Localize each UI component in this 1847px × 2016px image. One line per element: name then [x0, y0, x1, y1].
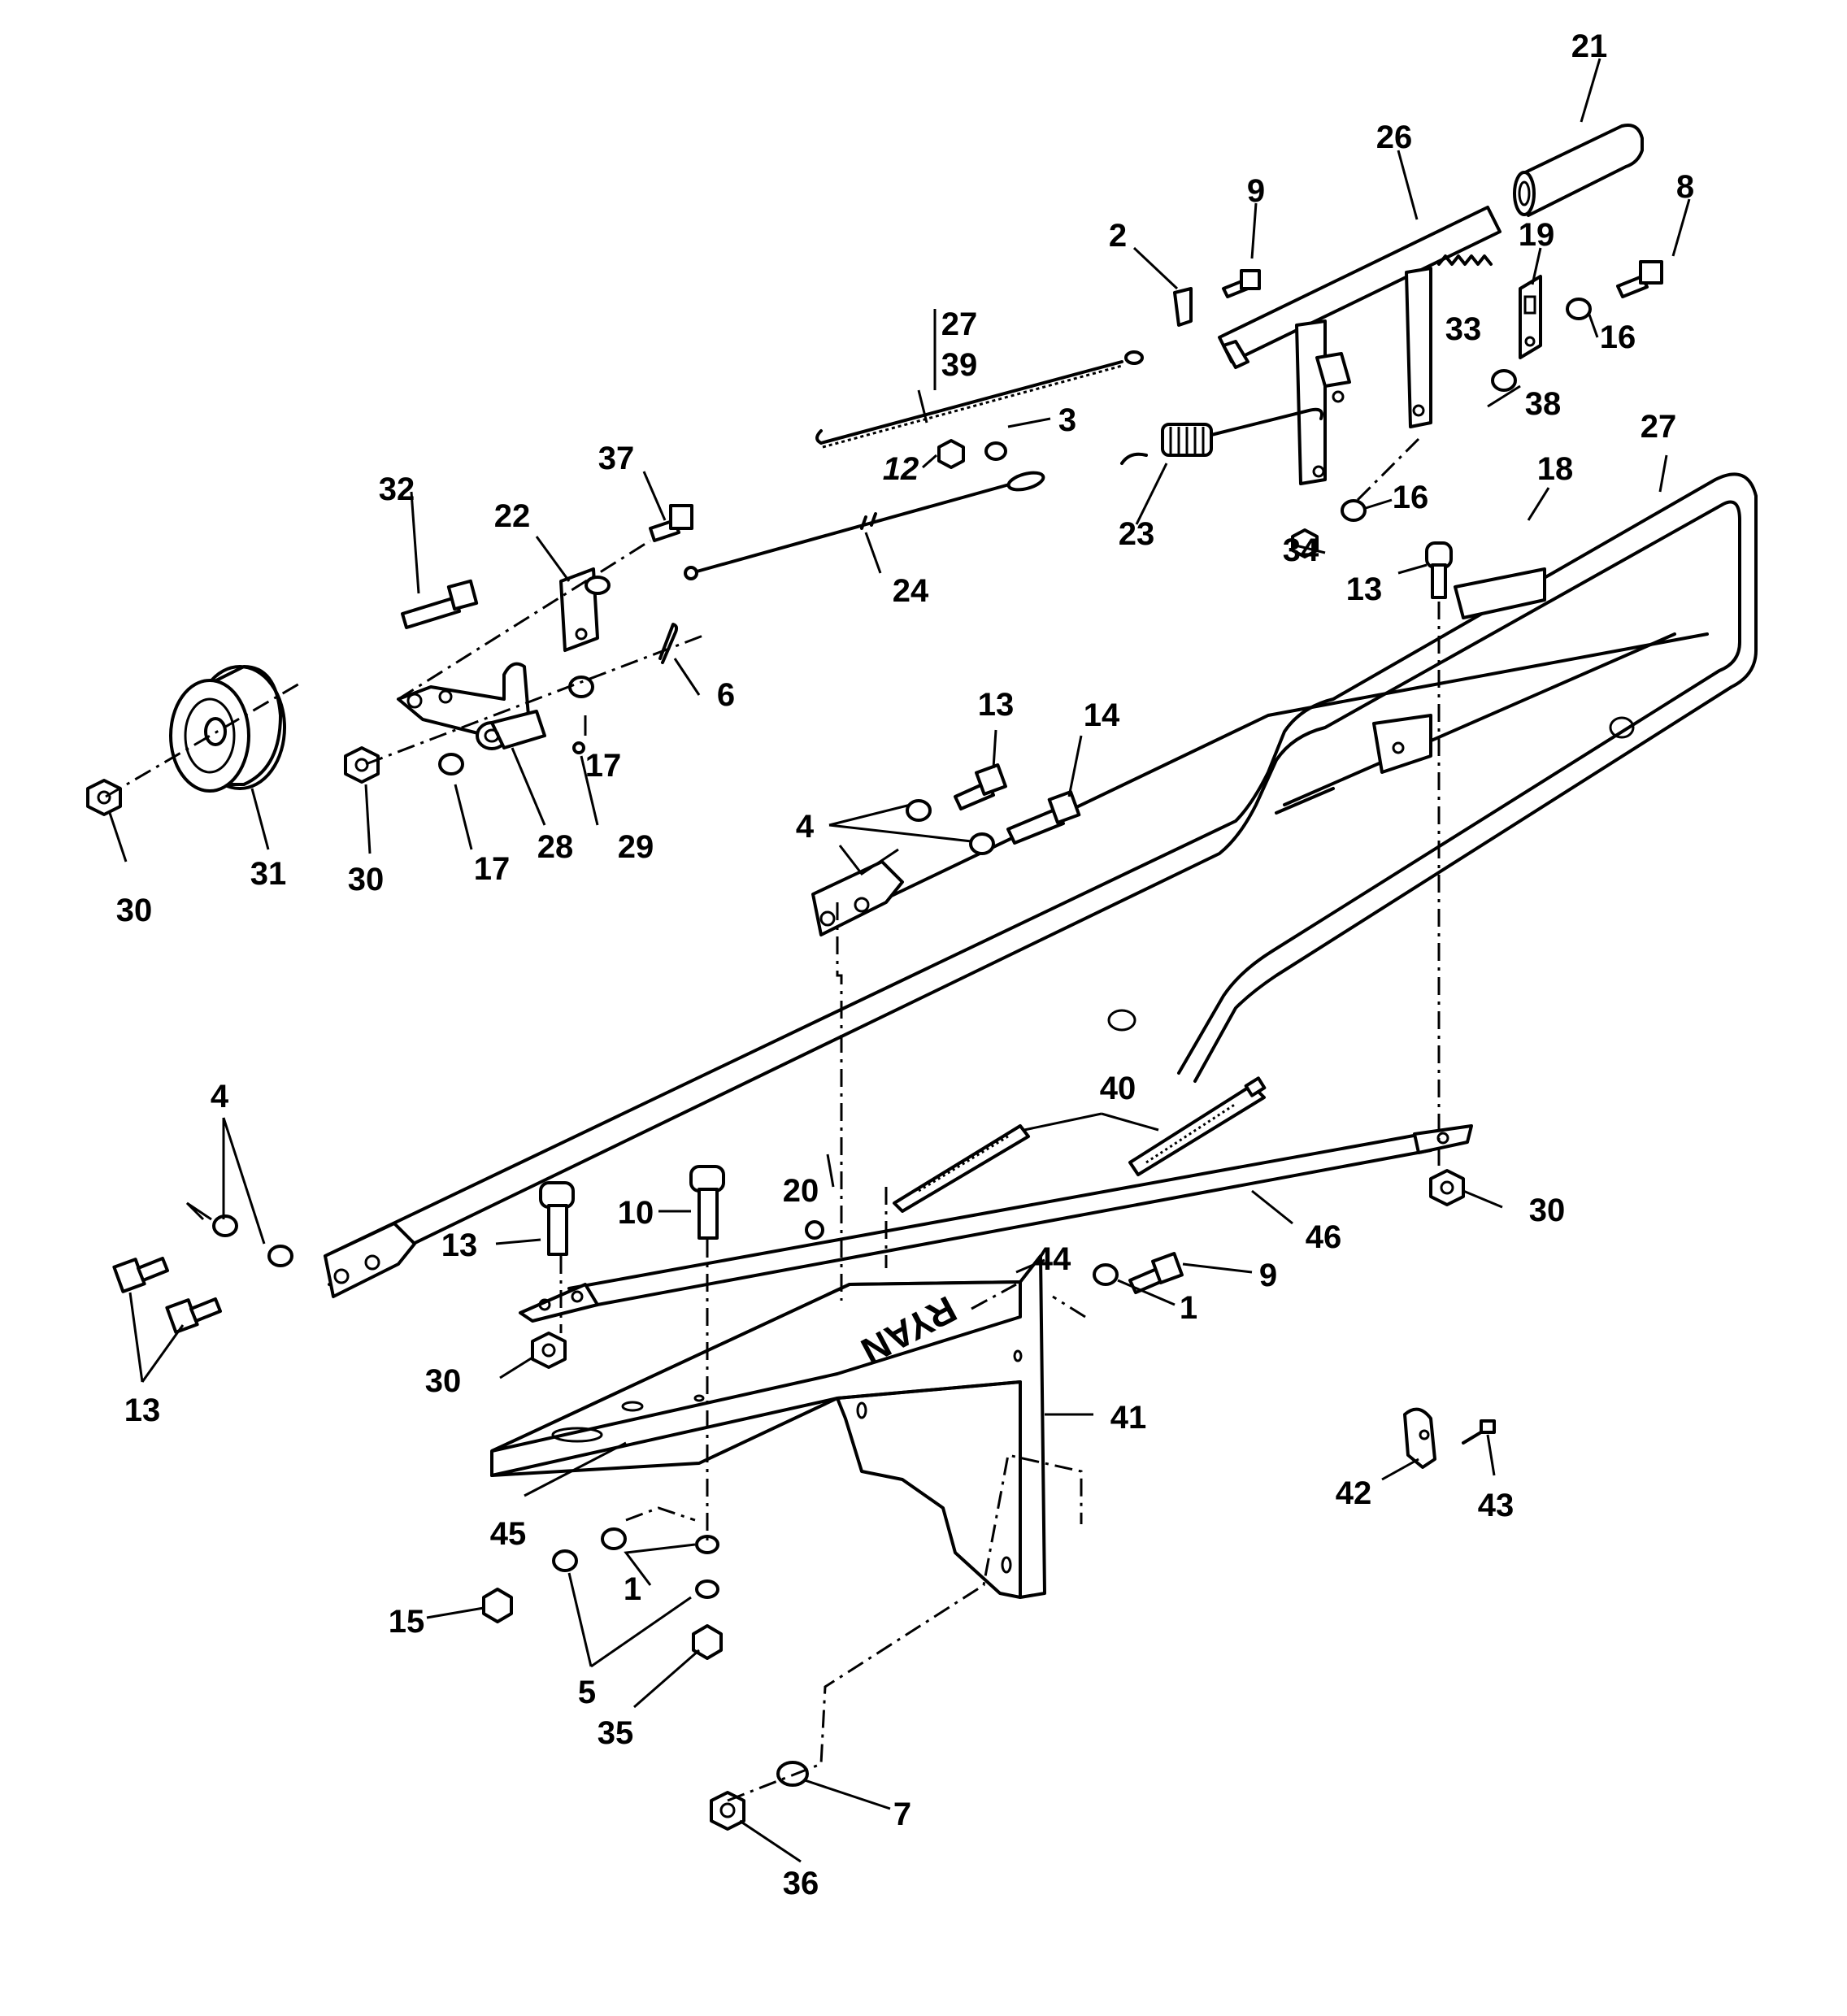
callout-5: 5 — [578, 1675, 596, 1710]
callout-1-right: 1 — [1180, 1290, 1197, 1326]
callout-32: 32 — [379, 471, 415, 507]
callout-25: 26 — [1376, 119, 1413, 155]
callout-16-lower: 16 — [1393, 480, 1429, 515]
rod-24 — [684, 471, 1045, 580]
nuts-washers — [86, 298, 1592, 1831]
callout-26: 27 — [1641, 409, 1677, 445]
callout-46: 46 — [1306, 1219, 1342, 1255]
callout-22: 22 — [494, 498, 531, 534]
belt-shield — [490, 1254, 1046, 1599]
callout-17-left: 17 — [474, 851, 511, 887]
callout-41: 41 — [1110, 1400, 1147, 1436]
callout-27: 27 — [941, 306, 978, 342]
handle-frame — [324, 472, 1758, 1298]
callout-18: 18 — [1537, 451, 1574, 487]
clip-2 — [1173, 287, 1193, 327]
callout-15: 15 — [389, 1604, 425, 1640]
bolts — [112, 260, 1663, 1334]
callout-10: 10 — [618, 1195, 654, 1231]
idler-arm — [397, 662, 546, 750]
bracket-19 — [1519, 275, 1542, 359]
idler-pulley — [169, 665, 286, 793]
callout-21: 20 — [783, 1173, 819, 1209]
callout-45: 45 — [490, 1516, 527, 1552]
cable-27-39 — [815, 350, 1144, 449]
callout-1-lower: 1 — [624, 1571, 641, 1607]
callout-16-upper: 16 — [1600, 319, 1636, 355]
callout-30-mid: 30 — [348, 862, 385, 897]
control-lever — [1218, 206, 1502, 485]
callout-39: 39 — [941, 347, 978, 383]
callout-13-left: 13 — [124, 1393, 161, 1428]
callout-8: 8 — [1676, 169, 1694, 205]
pins-40 — [893, 1076, 1267, 1213]
spring-33 — [1437, 254, 1493, 266]
callout-43: 43 — [1478, 1488, 1515, 1523]
callout-12: 12 — [883, 451, 919, 487]
callout-13-handle: 13 — [978, 687, 1015, 723]
callout-4-upper: 4 — [796, 809, 815, 845]
leader-lines — [108, 58, 1691, 1863]
assembly-lines — [105, 437, 1441, 1802]
callout-labels: 21 26 9 2 8 19 27 39 33 16 3 38 12 27 18… — [116, 28, 1694, 1901]
callout-13-top: 13 — [1346, 571, 1383, 607]
callout-36: 36 — [783, 1866, 819, 1901]
bracket-22 — [559, 567, 611, 652]
callout-7: 7 — [893, 1797, 911, 1832]
callout-28: 28 — [537, 829, 574, 865]
callout-38: 38 — [1525, 386, 1562, 422]
screw-43 — [1462, 1419, 1496, 1445]
callout-40: 40 — [1100, 1071, 1136, 1106]
callout-30-left: 30 — [116, 893, 153, 928]
callout-33: 33 — [1445, 311, 1482, 347]
callout-30-right: 30 — [1529, 1193, 1566, 1228]
clip-42 — [1403, 1407, 1436, 1469]
grip — [1513, 124, 1644, 217]
spring-23 — [1120, 407, 1323, 465]
callout-14: 14 — [1084, 697, 1120, 733]
callout-17-right: 17 — [585, 748, 622, 784]
callout-31: 31 — [250, 856, 287, 892]
callout-11: 9 — [1247, 173, 1265, 209]
callout-13-lower: 13 — [441, 1227, 478, 1263]
callout-23: 23 — [1119, 516, 1155, 552]
callout-42: 42 — [1336, 1475, 1372, 1511]
callout-2: 2 — [1109, 218, 1127, 254]
callout-24: 24 — [893, 573, 929, 609]
callout-29: 29 — [618, 829, 654, 865]
callout-34: 34 — [1283, 532, 1319, 568]
callout-19: 19 — [1519, 217, 1555, 253]
callout-30-lower: 30 — [425, 1363, 462, 1399]
callout-37: 37 — [598, 441, 635, 476]
callout-9: 9 — [1259, 1258, 1277, 1293]
callout-35: 35 — [598, 1715, 634, 1751]
brace-rod — [519, 1124, 1473, 1323]
callout-44: 44 — [1035, 1241, 1071, 1277]
callout-3: 3 — [1058, 402, 1076, 438]
callout-20: 21 — [1571, 28, 1608, 64]
callout-6: 6 — [717, 677, 735, 713]
callout-4-lower: 4 — [211, 1079, 229, 1114]
